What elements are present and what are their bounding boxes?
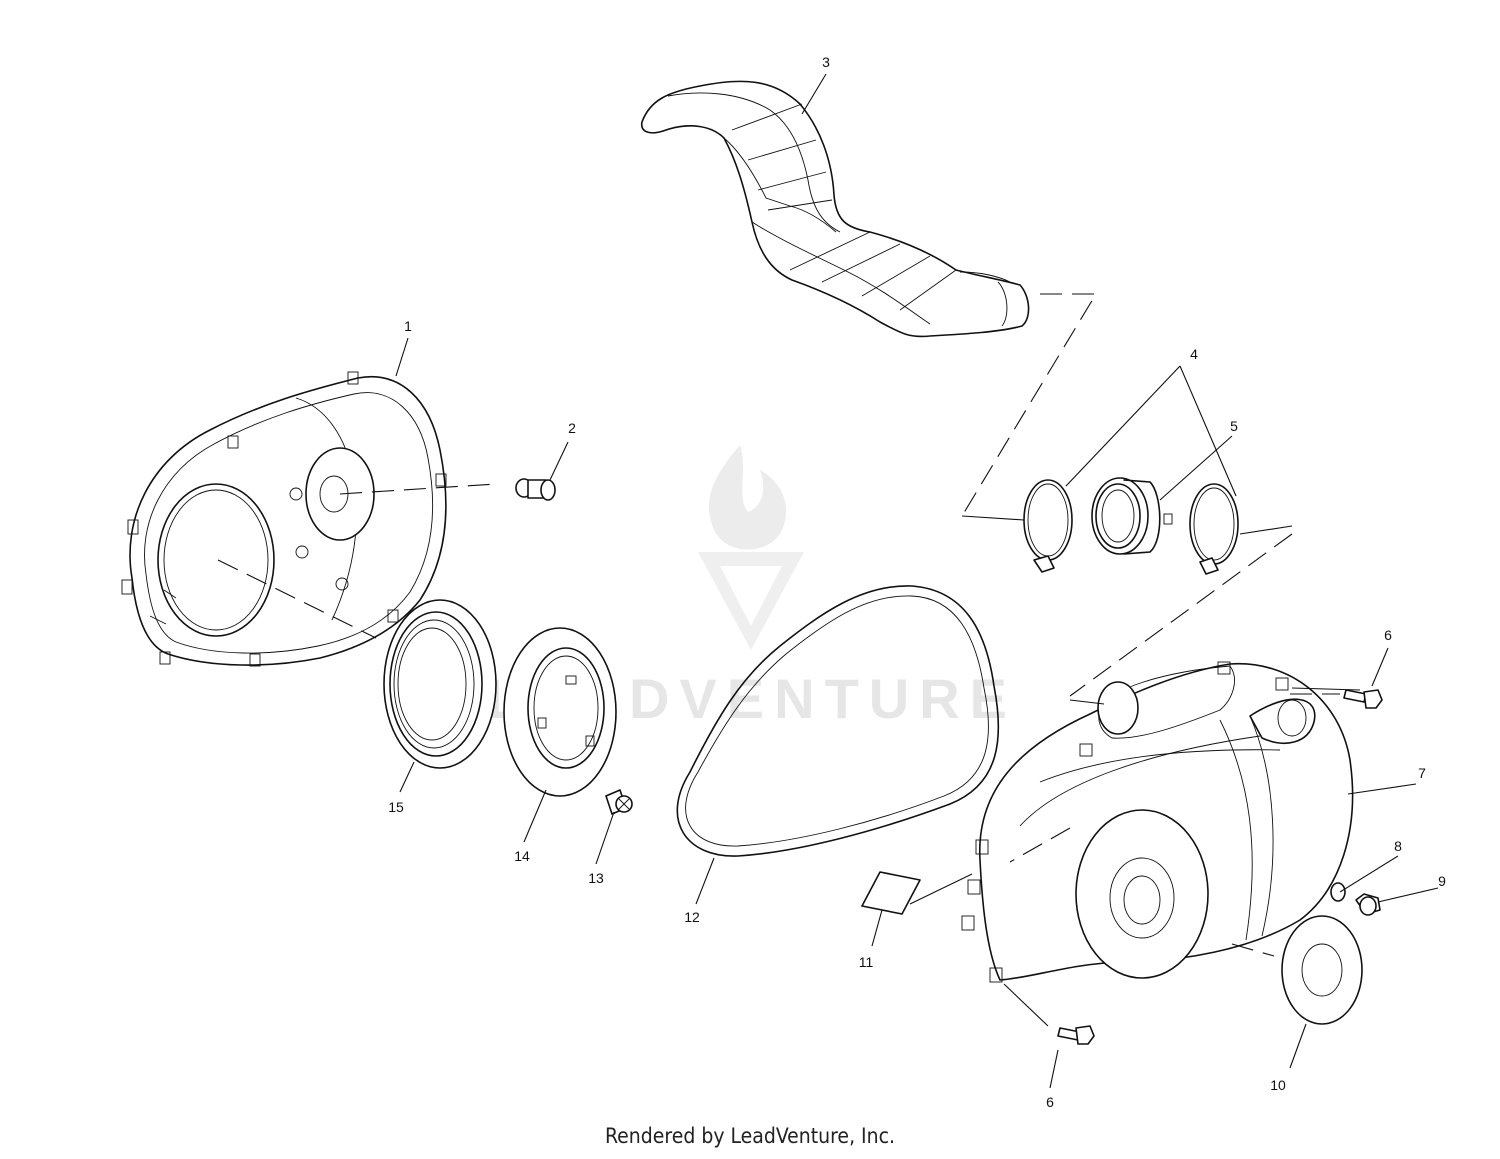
callout-3: 3: [822, 54, 830, 70]
callouts: 1 2 3 4 5 6 6 7 8 9 10 11 12 13 14 15: [388, 54, 1446, 1110]
part-12-drive-belt: [676, 585, 1000, 857]
part-6-bolt-lower: [1057, 1025, 1095, 1045]
leader-lines: [395, 73, 1439, 1089]
part-4-clamp-left: [1023, 479, 1073, 573]
callout-14: 14: [514, 848, 530, 864]
callout-5: 5: [1230, 418, 1238, 434]
callout-12: 12: [684, 909, 700, 925]
part-2-bolt: [515, 478, 556, 501]
callout-10: 10: [1270, 1077, 1286, 1093]
callout-11: 11: [859, 954, 874, 970]
watermark-logo-icon: [698, 445, 804, 650]
part-13-screw: [605, 789, 633, 815]
part-11-label: [861, 871, 921, 915]
callout-13: 13: [588, 870, 604, 886]
part-9-bolt: [1355, 893, 1381, 916]
part-15-seal: [383, 599, 497, 769]
part-4-clamp-right: [1189, 483, 1239, 575]
part-8-washer: [1330, 882, 1346, 902]
part-5-coupler: [1091, 477, 1173, 555]
callout-4: 4: [1190, 346, 1198, 362]
callout-1: 1: [404, 318, 412, 334]
alignment-lines: [217, 293, 1340, 957]
callout-8: 8: [1394, 838, 1402, 854]
callout-2: 2: [568, 420, 576, 436]
part-14-plate: [503, 627, 617, 797]
part-6-bolt-upper: [1343, 689, 1383, 709]
callout-6-upper: 6: [1384, 627, 1392, 643]
callout-6-lower: 6: [1046, 1094, 1054, 1110]
part-1-inner-cover: [121, 371, 447, 667]
callout-9: 9: [1438, 873, 1446, 889]
footer-credit: Rendered by LeadVenture, Inc.: [605, 1124, 895, 1148]
part-10-washer-plate: [1281, 915, 1363, 1025]
part-7-outer-cover: [961, 661, 1354, 983]
callout-15: 15: [388, 799, 404, 815]
callout-7: 7: [1418, 765, 1426, 781]
part-3-air-duct: [641, 80, 1030, 338]
